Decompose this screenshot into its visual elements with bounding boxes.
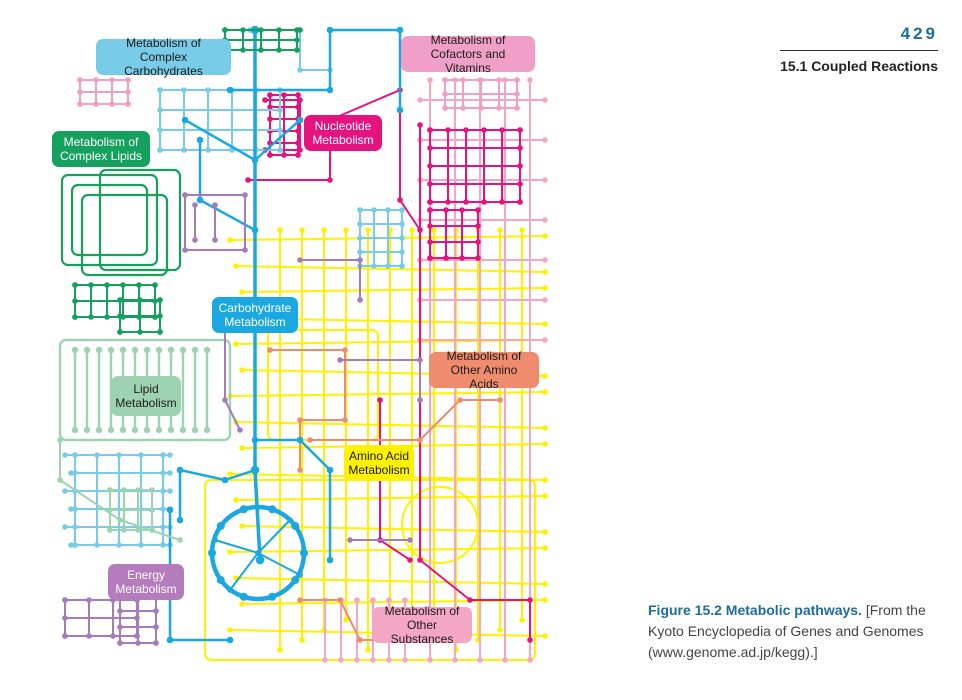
page-number: 429 (900, 24, 938, 43)
label-lipid: Lipid Metabolism (111, 376, 181, 416)
label-cofactors-vitamins: Metabolism of Cofactors and Vitamins (401, 33, 535, 75)
section-title: 15.1 Coupled Reactions (780, 58, 938, 74)
label-nucleotide: Nucleotide Metabolism (304, 115, 382, 151)
figure-label: Figure 15.2 Metabolic pathways. (648, 602, 862, 618)
figure-caption-text: [From the Kyoto Encyclopedia of Genes an… (648, 602, 926, 660)
label-complex-carbohydrates: Metabolism of Complex Carbohydrates (96, 36, 231, 78)
label-other-substances: Metabolism of Other Substances (372, 604, 472, 646)
label-amino-acid: Amino Acid Metabolism (344, 445, 414, 481)
label-energy: Energy Metabolism (108, 564, 184, 600)
metabolic-pathways-diagram (57, 25, 548, 663)
label-complex-lipids: Metabolism of Complex Lipids (52, 131, 150, 167)
header-rule (780, 50, 938, 51)
label-other-amino-acids: Metabolism of Other Amino Acids (429, 349, 539, 391)
figure-caption: Figure 15.2 Metabolic pathways. [From th… (648, 600, 938, 663)
label-carbohydrate: Carbohydrate Metabolism (212, 297, 298, 333)
pathway-network (57, 25, 548, 663)
